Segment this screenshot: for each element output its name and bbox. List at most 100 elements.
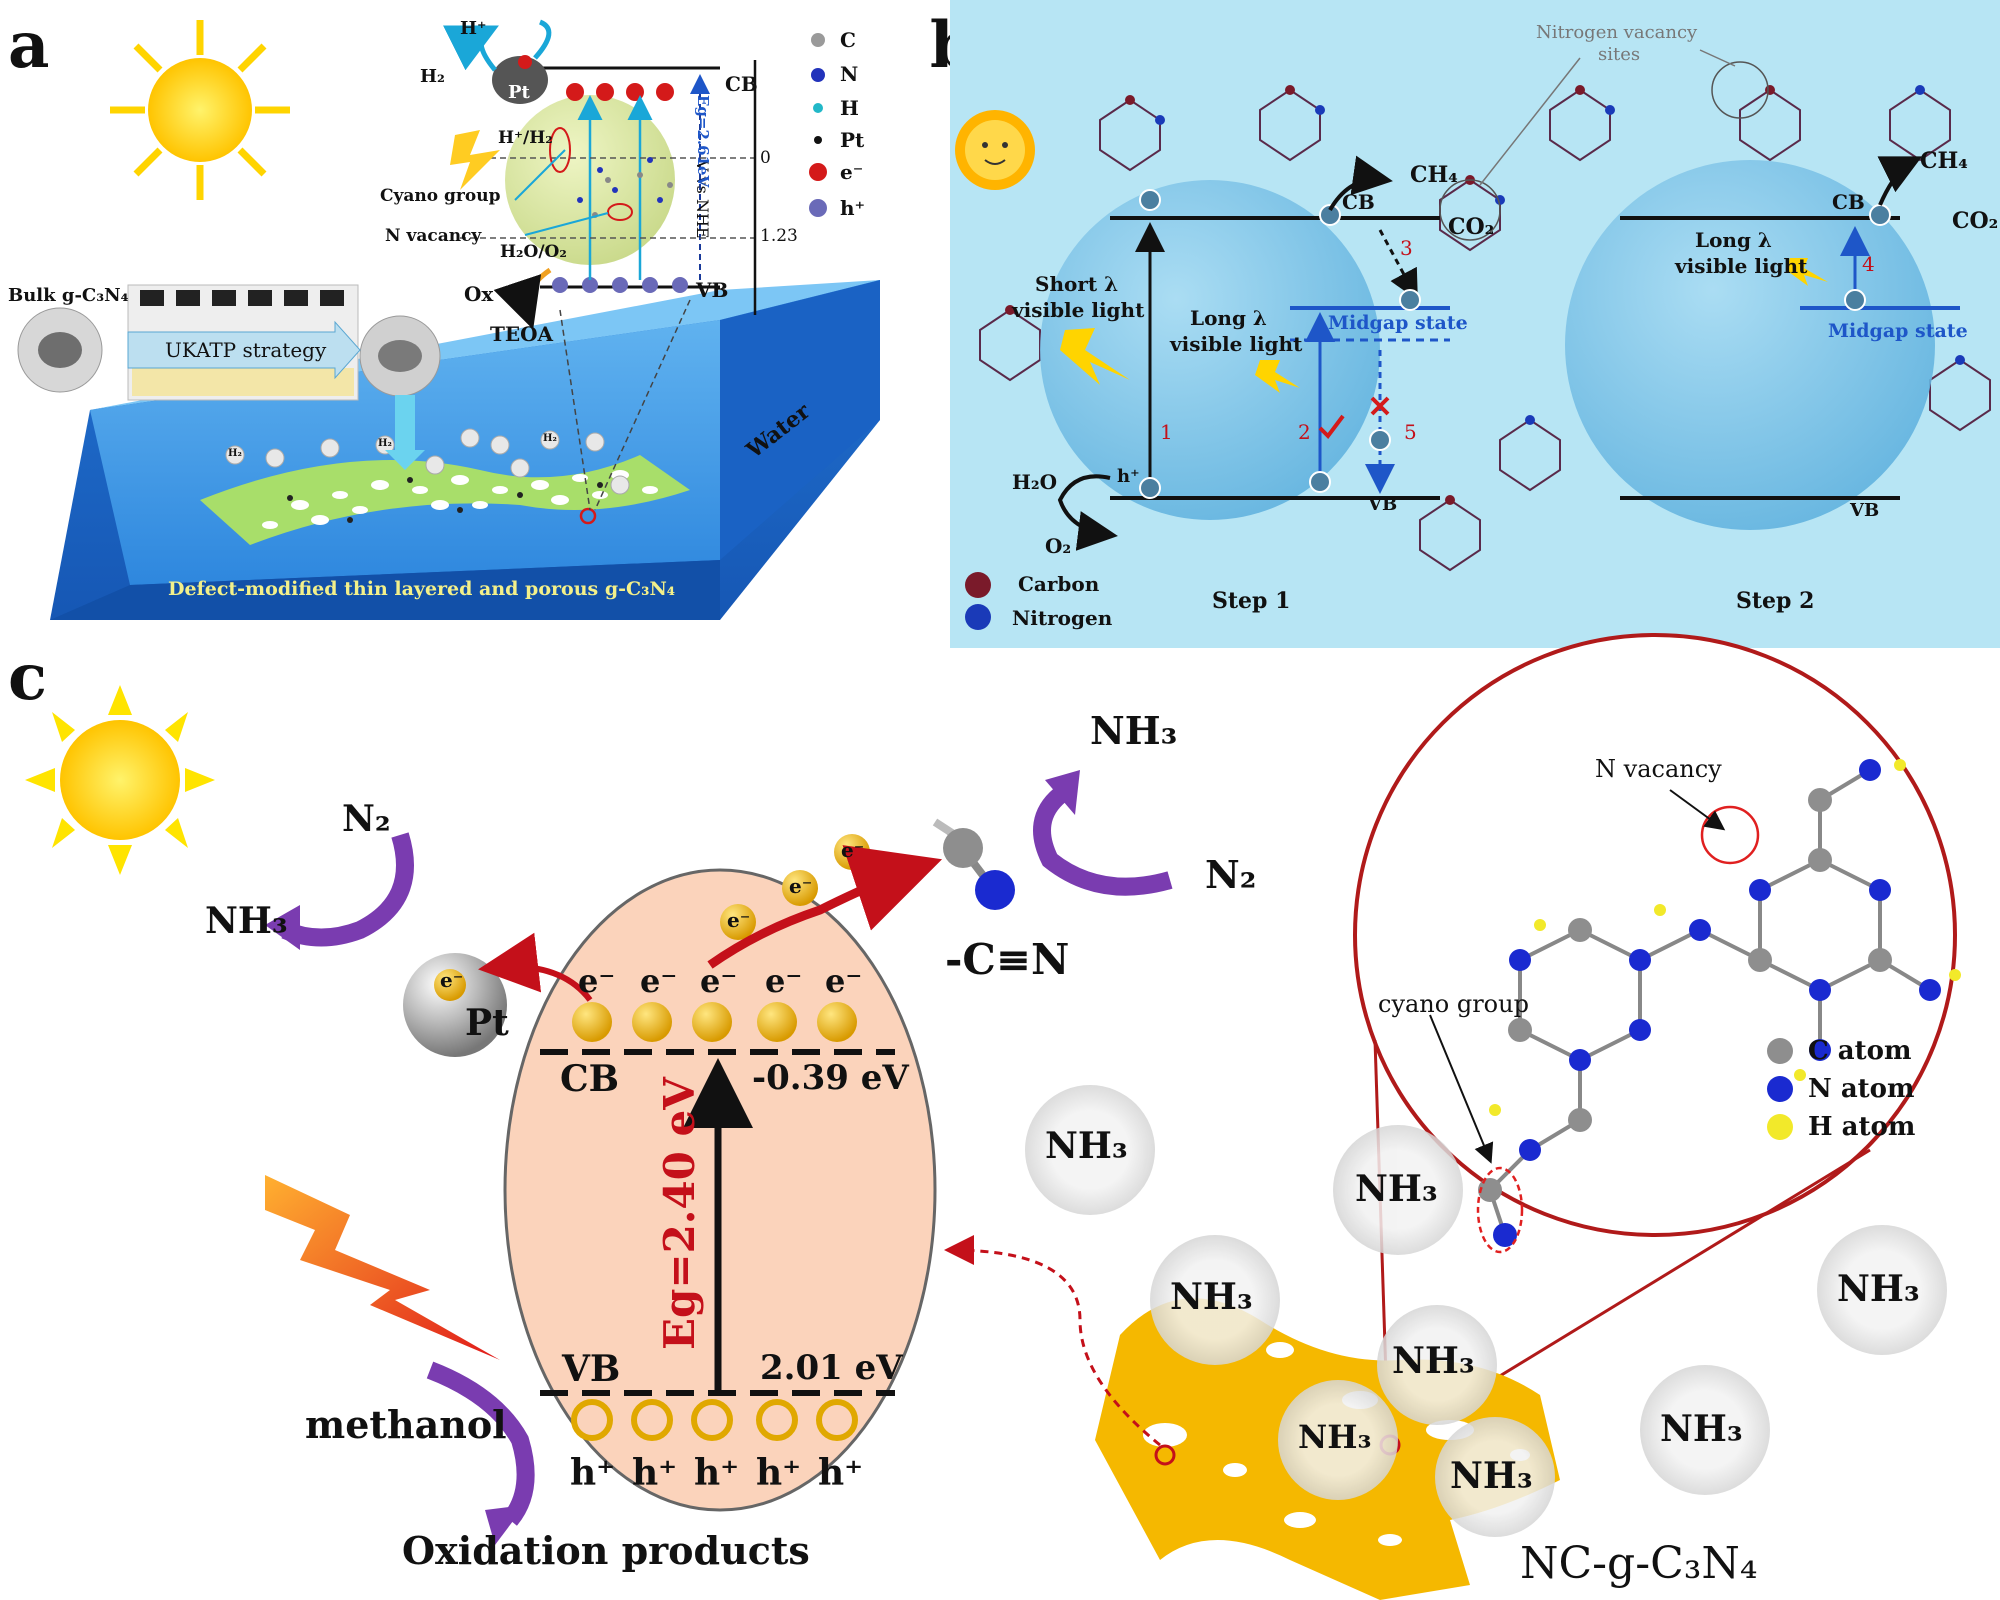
c-cyano-label: cyano group xyxy=(1378,990,1529,1018)
band-diagram-step1 xyxy=(1057,155,1450,551)
lightning-icon-c xyxy=(265,1175,500,1360)
b-nvac-sites-1: Nitrogen vacancy xyxy=(1536,22,1698,43)
b-h2o: H₂O xyxy=(1012,470,1058,494)
c-e-m1: e⁻ xyxy=(727,908,751,932)
lightning-icon-a xyxy=(450,130,500,190)
a-nvac-label: N vacancy xyxy=(385,226,482,246)
c-e-m2: e⁻ xyxy=(789,874,813,898)
b-vb-2: VB xyxy=(1850,500,1880,521)
b-short1: Short λ xyxy=(1035,272,1119,296)
a-legend-e: e⁻ xyxy=(840,160,864,184)
c-nh3-b6: NH₃ xyxy=(1450,1455,1533,1497)
sun-icon-b xyxy=(955,110,1035,190)
c-n2-left: N₂ xyxy=(342,798,391,840)
a-teoa-label: TEOA xyxy=(490,322,554,346)
c-nh3-b3: NH₃ xyxy=(1170,1276,1253,1318)
band-diagram-step2 xyxy=(1620,156,1960,500)
c-material-label: NC-g-C₃N₄ xyxy=(1520,1538,1758,1589)
b-short2: visible light xyxy=(1012,298,1145,322)
c-e-m3: e⁻ xyxy=(841,838,865,862)
b-n3: 3 xyxy=(1400,236,1413,260)
c-nh3-left: NH₃ xyxy=(205,900,288,942)
a-eg-label: Eg=2.61eV xyxy=(694,95,712,188)
c-h-1: h⁺ xyxy=(570,1452,616,1494)
c-nh3-b1: NH₃ xyxy=(1045,1125,1128,1167)
h2-bubbles xyxy=(225,428,630,495)
b-ch4-2: CH₄ xyxy=(1920,148,1968,174)
n2-to-nh3-left-arrow xyxy=(281,832,414,947)
b-nitrogen: Nitrogen xyxy=(1012,606,1113,630)
a-legend-h-plus: h⁺ xyxy=(840,196,866,220)
b-hplus: h⁺ xyxy=(1117,466,1140,487)
b-n5: 5 xyxy=(1404,420,1417,444)
c-nh3-top: NH₃ xyxy=(1090,708,1178,753)
a-h2-bubble-1: H₂ xyxy=(228,448,242,459)
a-cb-label: CB xyxy=(725,72,758,96)
b-step1: Step 1 xyxy=(1212,588,1291,614)
a-caption: Defect-modified thin layered and porous … xyxy=(168,578,676,600)
heptazine-molecule xyxy=(1429,759,1961,1254)
nh3-bubbles xyxy=(1025,1085,1947,1537)
b-n4: 4 xyxy=(1862,252,1875,276)
a-vb-label: VB xyxy=(696,278,729,302)
sun-icon xyxy=(110,20,290,200)
c-nh3-b7: NH₃ xyxy=(1837,1268,1920,1310)
n2-to-nh3-right-arrow xyxy=(1033,788,1173,896)
a-h-plus-top: H⁺ xyxy=(460,18,487,39)
a-legend-h: H xyxy=(840,96,859,120)
c-e-1: e⁻ xyxy=(578,962,616,1000)
vials-photo xyxy=(127,284,361,401)
b-cb-1: CB xyxy=(1342,190,1375,214)
a-legend-pt: Pt xyxy=(840,128,865,152)
sphere-step1 xyxy=(1040,180,1380,520)
vb-holes xyxy=(571,1399,858,1441)
c-e-5: e⁻ xyxy=(825,962,863,1000)
c-cn-label: -C≡N xyxy=(945,935,1070,984)
sun-icon-c xyxy=(25,685,215,875)
a-cyano-label: Cyano group xyxy=(380,186,501,206)
c-e-3: e⁻ xyxy=(700,962,738,1000)
c-vb-label: VB xyxy=(562,1348,621,1390)
panel-letter-a: a xyxy=(8,8,50,83)
a-pt-label: Pt xyxy=(508,82,530,103)
cb-electrons xyxy=(572,1002,857,1042)
nitrogen-legend-icon xyxy=(965,604,991,630)
zoom-circle xyxy=(1353,633,1957,1237)
b-carbon: Carbon xyxy=(1018,572,1100,596)
c-e-2: e⁻ xyxy=(640,962,678,1000)
b-co2-2: CO₂ xyxy=(1952,208,1999,234)
lightning-icon-b3 xyxy=(1786,258,1828,286)
a-hh2-label: H⁺/H₂ xyxy=(498,128,553,148)
a-h2-bubble-3: H₂ xyxy=(543,433,557,444)
c-cb-value: -0.39 eV xyxy=(752,1058,909,1098)
legend-a xyxy=(809,33,827,217)
carbon-legend-icon xyxy=(965,572,991,598)
a-123-label: 1.23 xyxy=(760,226,798,246)
a-zero-label: 0 xyxy=(760,148,771,168)
c-e-pt: e⁻ xyxy=(440,968,464,992)
pt-particle-a xyxy=(492,56,548,104)
c-cb-label: CB xyxy=(560,1058,620,1100)
methanol-arrow xyxy=(426,1361,535,1526)
c-nh3-b2: NH₃ xyxy=(1355,1168,1438,1210)
a-legend-n: N xyxy=(840,62,859,86)
a-ukatp-label: UKATP strategy xyxy=(165,338,327,362)
zoom-pointer-arrow xyxy=(944,1235,1161,1447)
c-oxidation: Oxidation products xyxy=(402,1528,810,1573)
b-step2: Step 2 xyxy=(1736,588,1815,614)
a-h2o-o2-label: H₂O/O₂ xyxy=(500,242,567,262)
b-midgap-2: Midgap state xyxy=(1828,320,1968,342)
c-h-3: h⁺ xyxy=(694,1452,740,1494)
c-n-atom: N atom xyxy=(1808,1074,1915,1104)
c-e-4: e⁻ xyxy=(765,962,803,1000)
b-vb-1: VB xyxy=(1368,494,1398,515)
c-h-4: h⁺ xyxy=(756,1452,802,1494)
c-eg-label: Eg=2.40 eV xyxy=(655,1077,704,1350)
c-vb-value: 2.01 eV xyxy=(760,1348,903,1388)
atom-legend xyxy=(1767,1038,1793,1140)
c-c-atom: C atom xyxy=(1808,1036,1912,1066)
b-long2-a: visible light xyxy=(1170,332,1303,356)
b-long2-b: visible light xyxy=(1675,254,1808,278)
b-midgap-1: Midgap state xyxy=(1328,312,1468,334)
